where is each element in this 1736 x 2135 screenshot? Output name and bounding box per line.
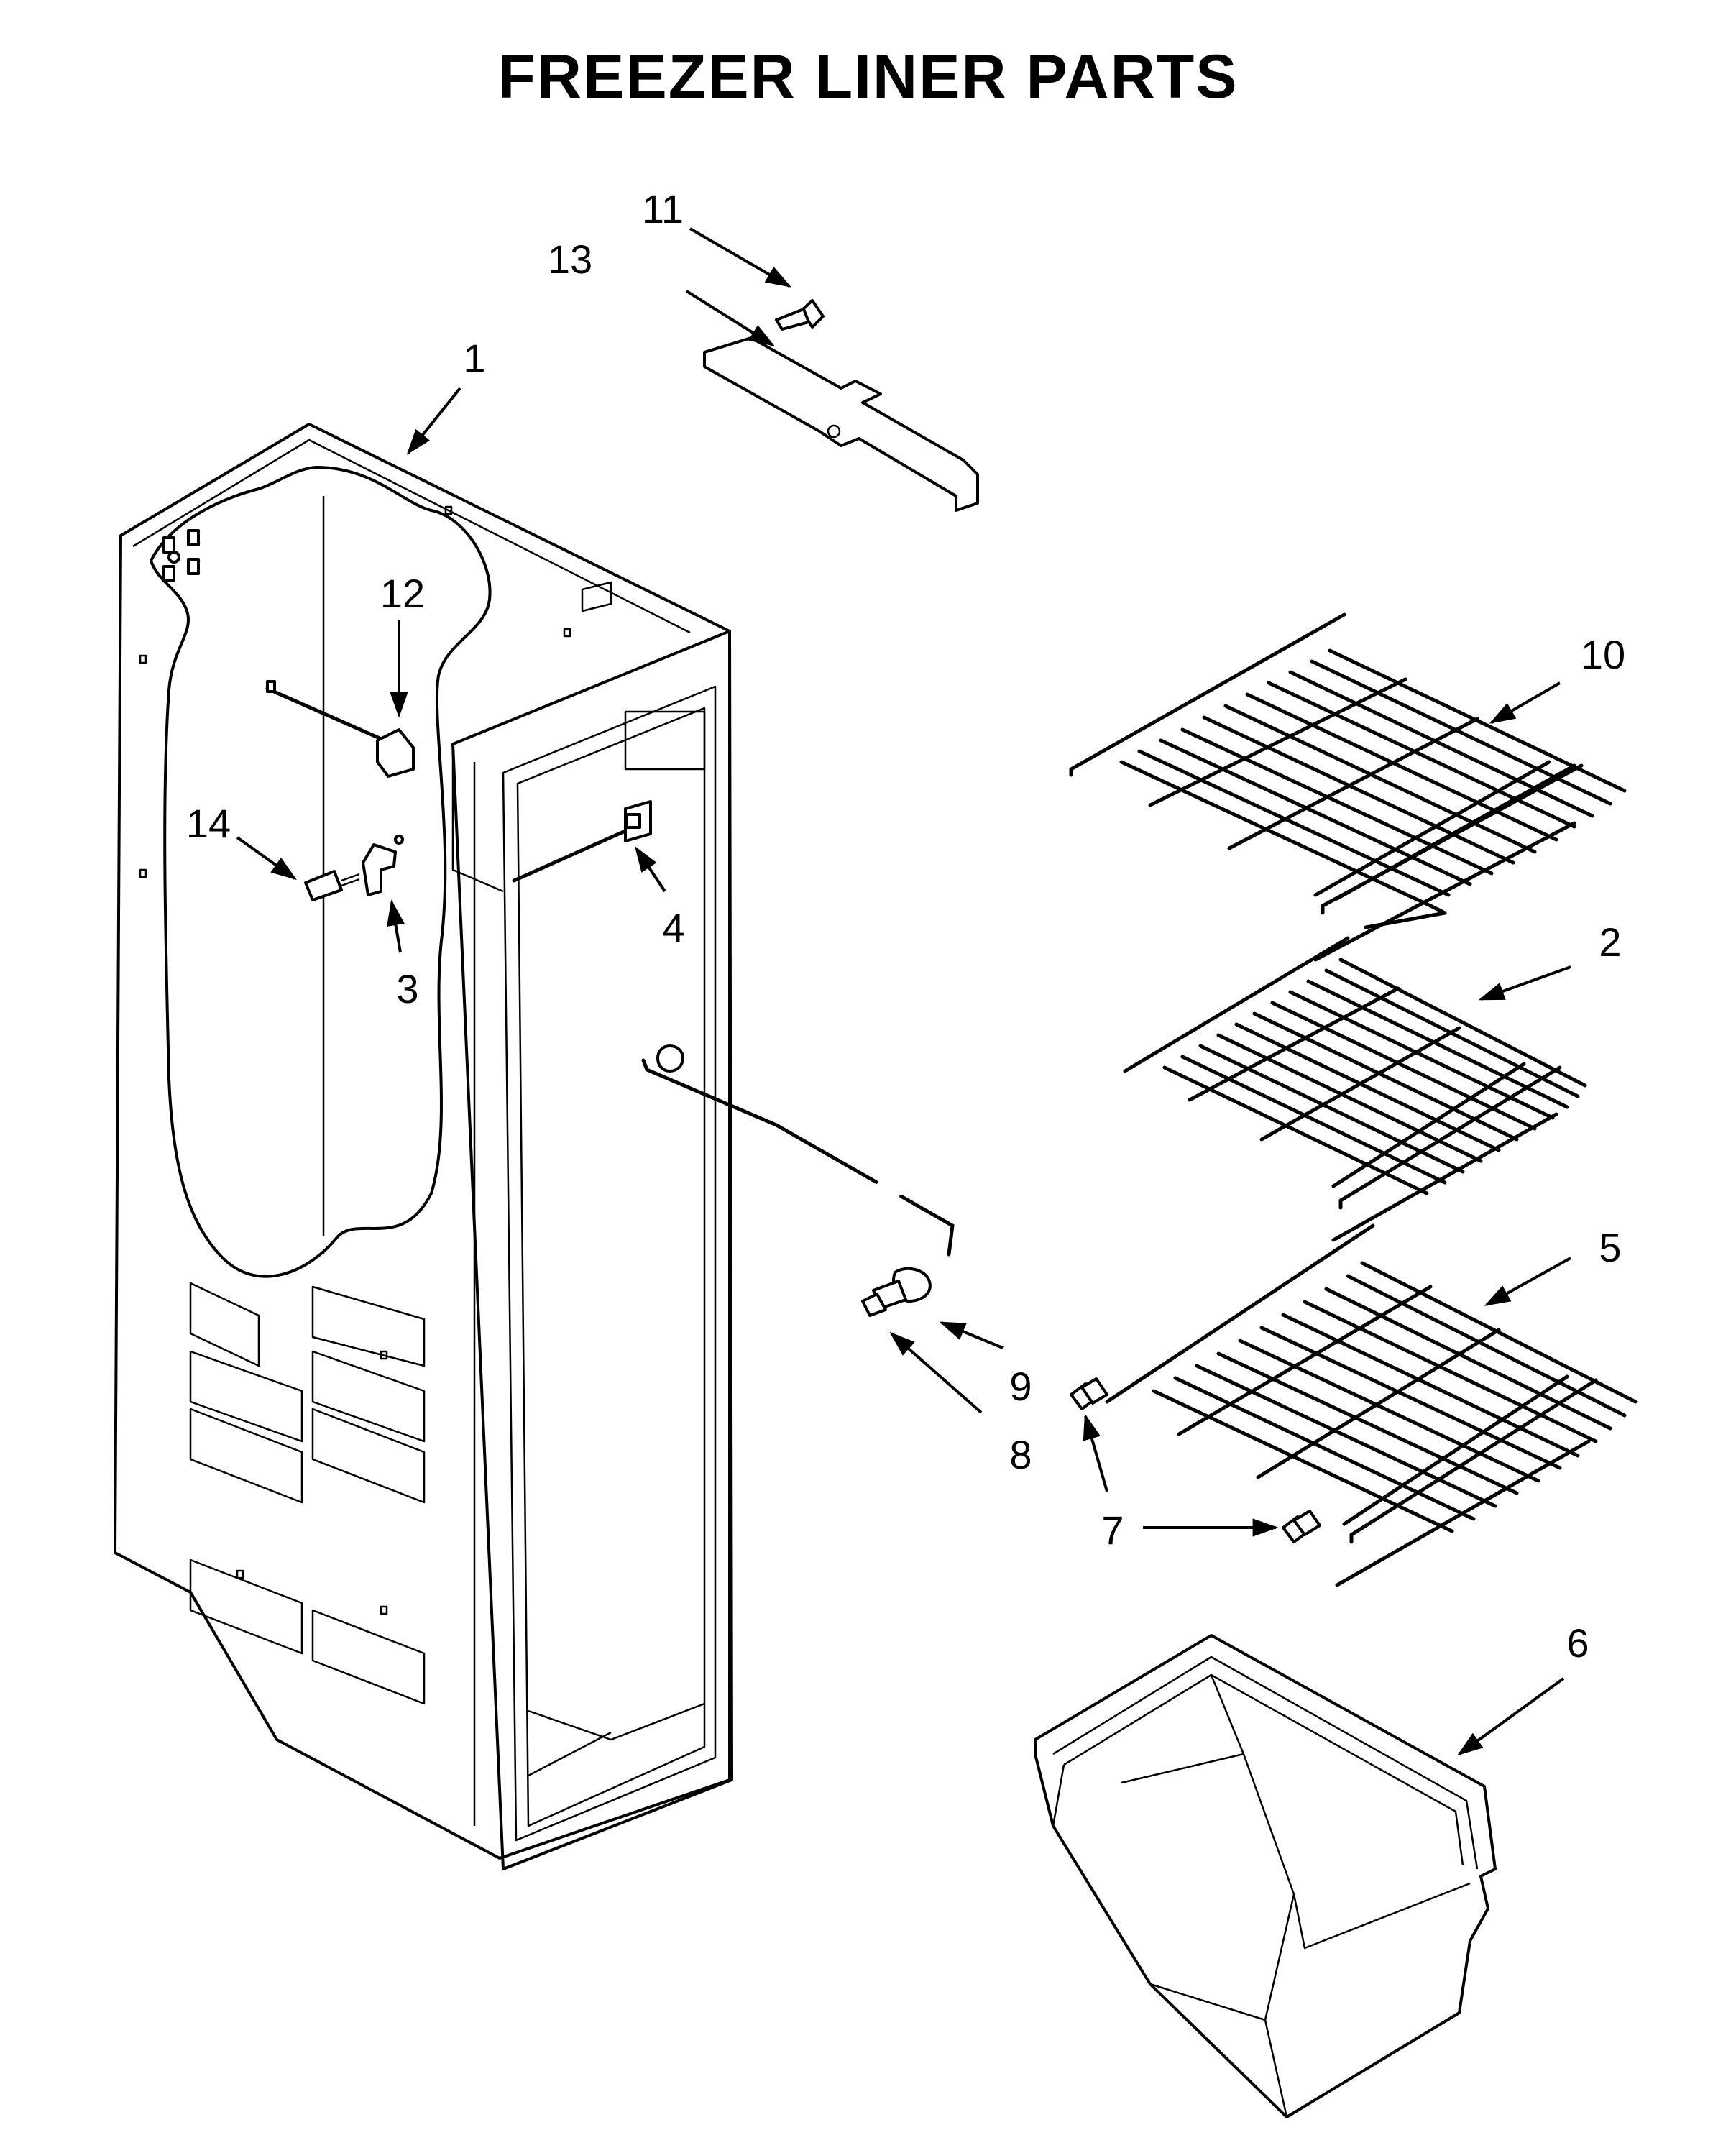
callout-12: 12	[380, 571, 425, 616]
wire-shelf-5	[1105, 1223, 1638, 1587]
callout-5: 5	[1599, 1225, 1621, 1270]
freezer-liner	[114, 423, 733, 1870]
arrow-5	[1484, 1257, 1571, 1306]
callout-8: 8	[1009, 1432, 1032, 1477]
wire-harness-clip	[265, 680, 415, 778]
callout-4: 4	[662, 905, 684, 950]
arrow-10	[1489, 681, 1561, 724]
callout-9: 9	[1009, 1364, 1032, 1409]
screw-14	[304, 870, 360, 901]
arrow-4	[635, 846, 666, 893]
callout-3: 3	[396, 966, 418, 1011]
diagram-title: FREEZER LINER PARTS	[497, 42, 1239, 111]
callout-10: 10	[1581, 632, 1625, 677]
arrow-9	[939, 1321, 1004, 1349]
arrow-7-upper	[1083, 1413, 1108, 1492]
callout-14: 14	[186, 801, 231, 846]
callout-13: 13	[548, 237, 592, 282]
light-socket	[512, 800, 652, 883]
arrow-8	[889, 1331, 983, 1414]
shelf-stop-upper	[1070, 1377, 1108, 1410]
thermistor-clip	[362, 835, 404, 896]
shelf-stop-lower	[1282, 1510, 1321, 1543]
top-bracket	[703, 336, 979, 512]
callout-11: 11	[642, 186, 684, 231]
arrow-14	[236, 836, 297, 881]
screw-11	[775, 299, 825, 331]
callout-2: 2	[1599, 919, 1621, 965]
callout-7: 7	[1101, 1507, 1124, 1553]
arrow-11	[689, 227, 792, 288]
arrow-3	[387, 899, 405, 953]
arrow-6	[1457, 1677, 1565, 1756]
wire-shelf-10	[1069, 612, 1627, 962]
arrow-2	[1478, 965, 1571, 1001]
arrow-13	[685, 290, 776, 346]
wire-shelf-2	[1123, 936, 1587, 1242]
callout-1: 1	[463, 336, 485, 381]
freezer-bin	[1034, 1634, 1497, 2118]
sensor-grommet	[641, 1044, 955, 1317]
arrow-1	[406, 387, 461, 455]
callout-6: 6	[1566, 1620, 1589, 1666]
